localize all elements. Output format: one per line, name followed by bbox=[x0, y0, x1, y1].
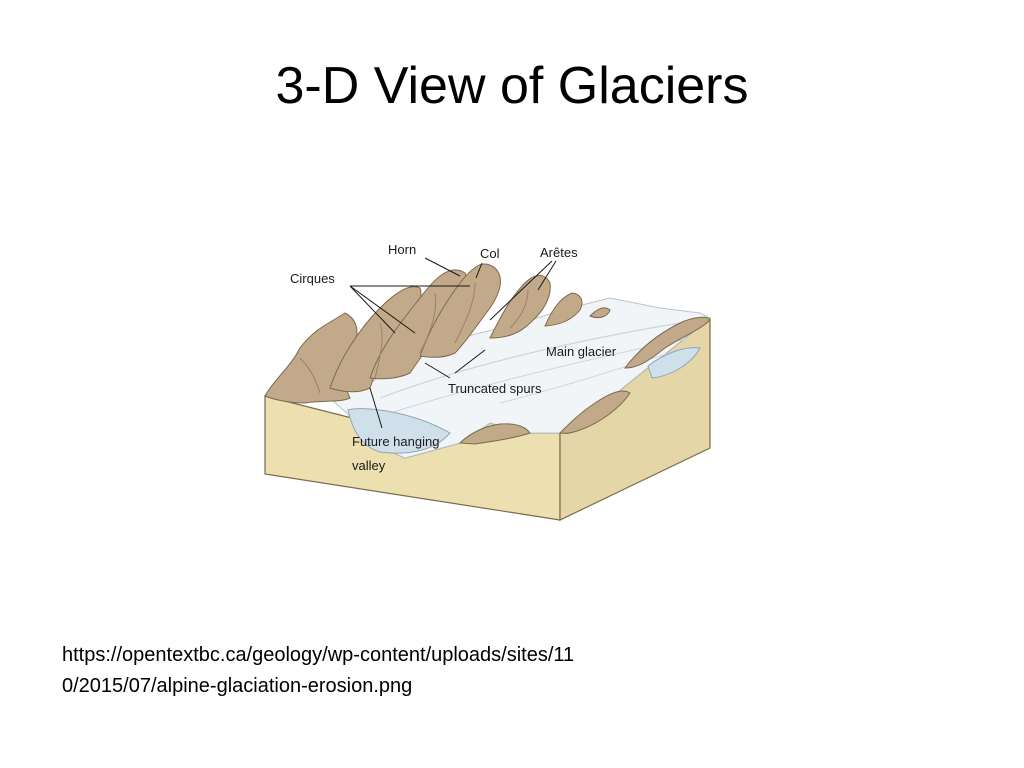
ice-flow-line bbox=[499, 352, 671, 404]
leader-truncated-1 bbox=[424, 362, 451, 379]
leader-horn bbox=[424, 257, 461, 277]
label-aretes: Arêtes bbox=[540, 245, 578, 260]
rock-shading bbox=[299, 282, 529, 394]
rock-shading-line bbox=[454, 282, 476, 344]
leader-cirque-2 bbox=[349, 285, 396, 334]
leader-cirque-3 bbox=[349, 285, 416, 334]
leader-arete-1 bbox=[489, 260, 553, 321]
mountain-ridges bbox=[264, 263, 711, 445]
label-main-glacier: Main glacier bbox=[546, 344, 617, 359]
label-hanging-valley-line1: Future hanging bbox=[352, 434, 439, 449]
rock-shading-line bbox=[299, 357, 321, 394]
leader-lines bbox=[349, 257, 557, 429]
ice-flow-line bbox=[379, 322, 681, 399]
glacier-diagram: Horn Col Arêtes Cirques Main glacier Tru… bbox=[260, 228, 720, 528]
slide-title: 3-D View of Glaciers bbox=[275, 57, 749, 115]
rock-ridge bbox=[419, 263, 501, 358]
label-cirques: Cirques bbox=[290, 271, 335, 286]
leader-arete-2 bbox=[537, 260, 557, 291]
rock-shading-line bbox=[509, 289, 529, 329]
source-url: https://opentextbc.ca/geology/wp-content… bbox=[62, 644, 575, 697]
rock-ridge bbox=[458, 423, 531, 445]
leader-hanging-valley bbox=[369, 387, 383, 429]
rock-shading-line bbox=[419, 292, 437, 354]
side-lake-water bbox=[647, 347, 701, 379]
label-col: Col bbox=[480, 246, 500, 261]
label-hanging-valley-line2: valley bbox=[352, 458, 386, 473]
rock-ridge bbox=[558, 390, 631, 434]
rock-shading-line bbox=[374, 322, 383, 379]
hanging-valley-water bbox=[347, 408, 451, 454]
rock-ridge bbox=[623, 316, 711, 369]
label-truncated-spurs: Truncated spurs bbox=[448, 381, 542, 396]
rock-ridge bbox=[544, 292, 583, 327]
label-horn: Horn bbox=[388, 242, 416, 257]
leader-col bbox=[475, 262, 483, 279]
leader-truncated-2 bbox=[454, 349, 486, 374]
glacier-block-illustration: Horn Col Arêtes Cirques Main glacier Tru… bbox=[264, 242, 711, 521]
rock-ridge bbox=[589, 307, 611, 319]
